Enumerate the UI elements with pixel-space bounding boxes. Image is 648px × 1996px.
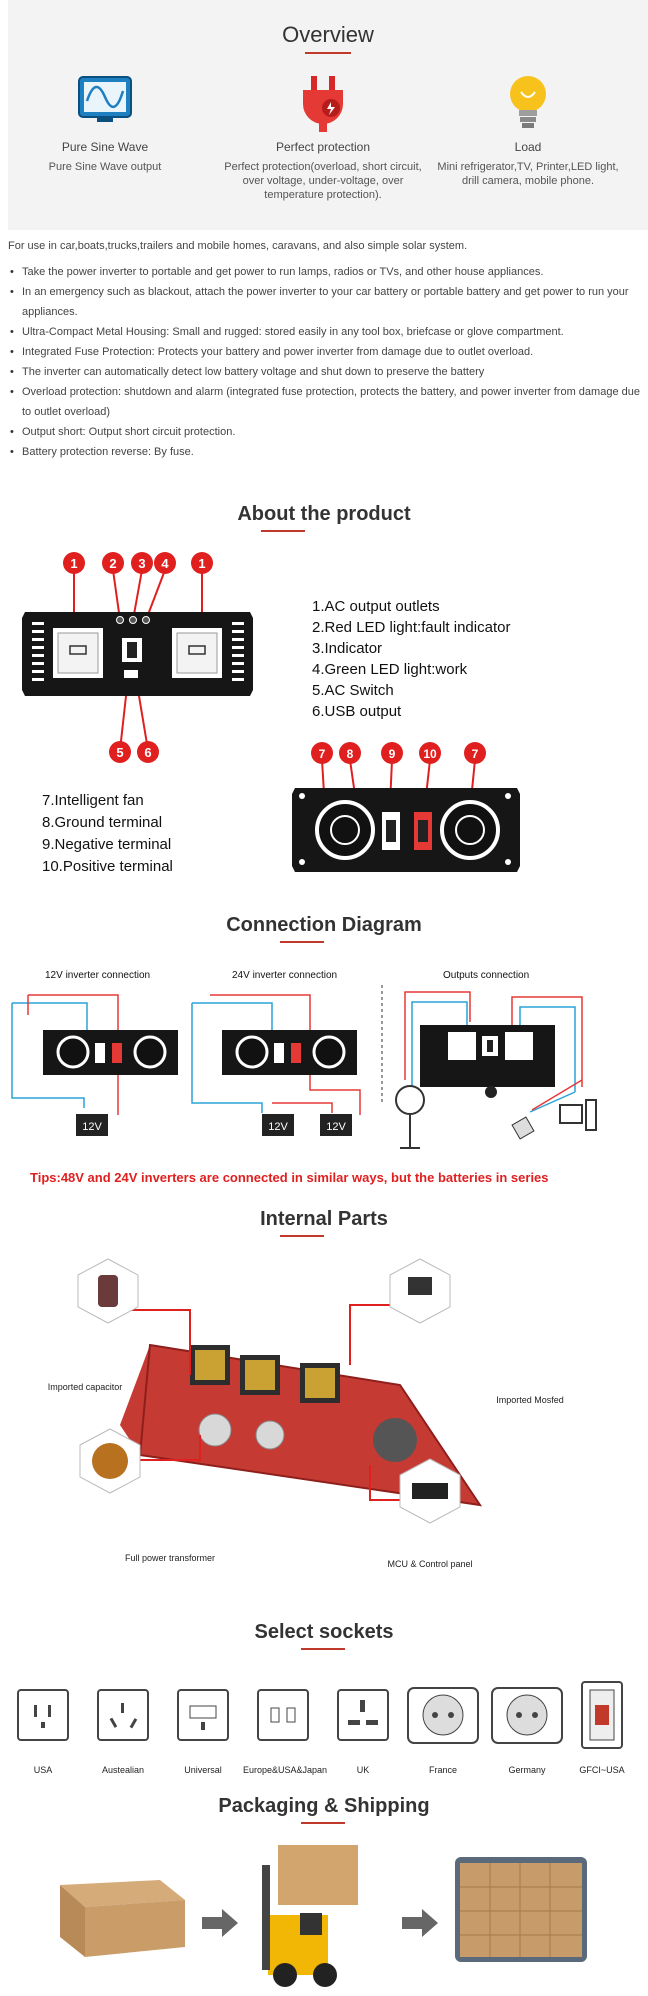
intro-text: For use in car,boats,trucks,trailers and…: [8, 240, 468, 252]
diagram-label-outputs: Outputs connection: [443, 970, 530, 981]
marker-label: 5: [116, 745, 123, 760]
marker-label: 1: [70, 556, 77, 571]
overview-section: Overview Pure Sine Wave Pure Sine Wave o…: [8, 0, 648, 230]
socket-label: Universal: [184, 1765, 222, 1775]
internal-title: Internal Parts: [260, 1208, 388, 1230]
overview-item-desc: Perfect protection(overload, short circu…: [224, 161, 422, 201]
socket-label: GFCI~USA: [579, 1765, 625, 1775]
battery-label: 12V: [268, 1121, 288, 1133]
overview-item-title: Perfect protection: [275, 140, 371, 154]
lightbulb-icon: [510, 76, 546, 128]
title-underline: [305, 52, 351, 54]
list-item: Output short: Output short circuit prote…: [8, 422, 648, 442]
front-legend: 1.AC output outlets 2.Red LED light:faul…: [312, 596, 510, 722]
internal-parts-image: [77, 1258, 483, 1524]
title-underline: [301, 1822, 345, 1824]
list-item: Integrated Fuse Protection: Protects you…: [8, 342, 648, 362]
diagram-label-24v: 24V inverter connection: [232, 970, 338, 981]
rear-legend: 7.Intelligent fan 8.Ground terminal 9.Ne…: [42, 790, 173, 878]
list-item: Ultra-Compact Metal Housing: Small and r…: [8, 322, 648, 342]
overview-title: Overview: [282, 22, 374, 47]
battery-label: 12V: [82, 1121, 102, 1133]
legend-item: 7.Intelligent fan: [42, 792, 144, 809]
marker-label: 3: [138, 556, 145, 571]
socket-label: Germany: [508, 1765, 546, 1775]
plug-icon: [303, 76, 343, 132]
sine-wave-icon: [78, 76, 132, 122]
title-underline: [280, 941, 324, 943]
legend-item: 8.Ground terminal: [42, 814, 163, 831]
legend-item: 2.Red LED light:fault indicator: [312, 619, 511, 636]
packaging-title: Packaging & Shipping: [218, 1795, 430, 1817]
list-item: Overload protection: shutdown and alarm …: [8, 382, 648, 422]
connection-title: Connection Diagram: [226, 914, 422, 936]
marker-label: 8: [347, 747, 354, 761]
marker-label: 7: [472, 747, 479, 761]
tip-text: Tips:48V and 24V inverters are connected…: [30, 1170, 549, 1185]
marker-label: 7: [319, 747, 326, 761]
socket-label: Europe&USA&Japan: [243, 1765, 328, 1775]
sockets-title: Select sockets: [254, 1621, 394, 1643]
packaging-image: [60, 1845, 587, 1987]
inverter-front-panel-image: 1 2 3 4 1 5 6: [22, 552, 253, 763]
overview-item-title: Pure Sine Wave: [61, 140, 149, 154]
part-caption: Full power transformer: [124, 1553, 216, 1563]
list-item: The inverter can automatically detect lo…: [8, 362, 648, 382]
inverter-rear-panel-image: 7 8 9 10 7: [292, 742, 520, 872]
marker-label: 10: [423, 747, 437, 761]
feature-list: Take the power inverter to portable and …: [8, 262, 648, 462]
legend-item: 4.Green LED light:work: [312, 661, 468, 678]
battery-label: 12V: [326, 1121, 346, 1133]
legend-item: 5.AC Switch: [312, 682, 394, 699]
part-caption: MCU & Control panel: [387, 1559, 473, 1569]
part-caption: Imported capacitor: [47, 1382, 123, 1392]
overview-item-pure-sine: Pure Sine Wave Pure Sine Wave output: [5, 75, 205, 174]
socket-label: Austealian: [101, 1765, 145, 1775]
title-underline: [261, 530, 305, 532]
overview-item-load: Load Mini refrigerator,TV, Printer,LED l…: [428, 72, 628, 188]
sockets-image: [17, 1681, 623, 1749]
marker-label: 1: [198, 556, 205, 571]
title-underline: [301, 1648, 345, 1650]
diagram-label-12v: 12V inverter connection: [45, 970, 151, 981]
about-title: About the product: [237, 503, 411, 525]
marker-label: 2: [109, 556, 116, 571]
socket-label: USA: [33, 1765, 53, 1775]
socket-label: France: [428, 1765, 457, 1775]
marker-label: 9: [389, 747, 396, 761]
marker-label: 6: [144, 745, 151, 760]
list-item: In an emergency such as blackout, attach…: [8, 282, 648, 322]
overview-item-title: Load: [514, 140, 542, 154]
connection-diagram: 12V 12V 12V: [11, 985, 597, 1149]
socket-label: UK: [356, 1765, 370, 1775]
list-item: Battery protection reverse: By fuse.: [8, 442, 648, 462]
title-underline: [280, 1235, 324, 1237]
legend-item: 10.Positive terminal: [42, 858, 173, 875]
legend-item: 1.AC output outlets: [312, 598, 440, 615]
legend-item: 6.USB output: [312, 703, 402, 720]
legend-item: 9.Negative terminal: [42, 836, 172, 853]
overview-item-desc: Pure Sine Wave output: [48, 161, 162, 173]
overview-item-protection: Perfect protection Perfect protection(ov…: [223, 72, 423, 202]
list-item: Take the power inverter to portable and …: [8, 262, 648, 282]
marker-label: 4: [161, 556, 169, 571]
overview-item-desc: Mini refrigerator,TV, Printer,LED light,…: [437, 161, 619, 187]
legend-item: 3.Indicator: [312, 640, 383, 657]
part-caption: Imported Mosfed: [496, 1395, 564, 1405]
